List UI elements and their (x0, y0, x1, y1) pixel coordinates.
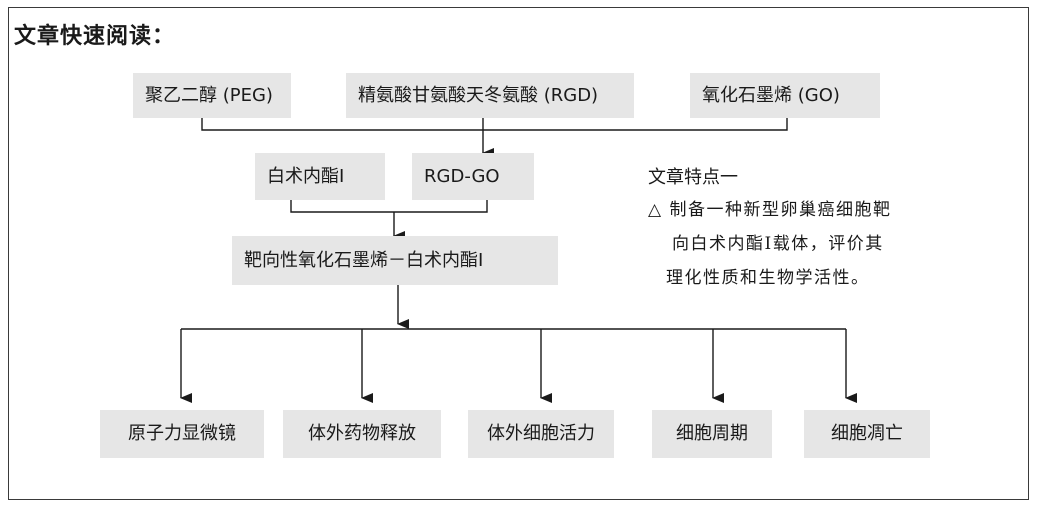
page-title: 文章快速阅读： (14, 24, 176, 49)
input-go: 氧化石墨烯 (GO) (690, 73, 880, 118)
middle-rgd-go: RGD-GO (412, 153, 534, 200)
combined-product: 靶向性氧化石墨烯－白术内酯Ⅰ (232, 236, 558, 285)
output-apoptosis: 细胞凋亡 (804, 410, 930, 458)
output-drug-release: 体外药物释放 (283, 410, 441, 458)
feature-line: △ 制备一种新型卵巢癌细胞靶 (648, 200, 892, 220)
middle-bracket (290, 200, 488, 213)
input-peg: 聚乙二醇 (PEG) (133, 73, 291, 118)
diagram-frame (8, 7, 1029, 500)
output-cell-cycle: 细胞周期 (652, 410, 772, 458)
input-rgd: 精氨酸甘氨酸天冬氨酸 (RGD) (346, 73, 634, 118)
middle-atractylenolide: 白术内酯Ⅰ (255, 153, 385, 200)
feature-line: 向白术内酯Ⅰ载体，评价其 (672, 234, 884, 254)
feature-line: 理化性质和生物学活性。 (666, 268, 870, 288)
output-afm: 原子力显微镜 (100, 410, 264, 458)
feature-title: 文章特点一 (648, 167, 738, 188)
output-cell-viability: 体外细胞活力 (468, 410, 614, 458)
input-bracket (201, 118, 788, 131)
